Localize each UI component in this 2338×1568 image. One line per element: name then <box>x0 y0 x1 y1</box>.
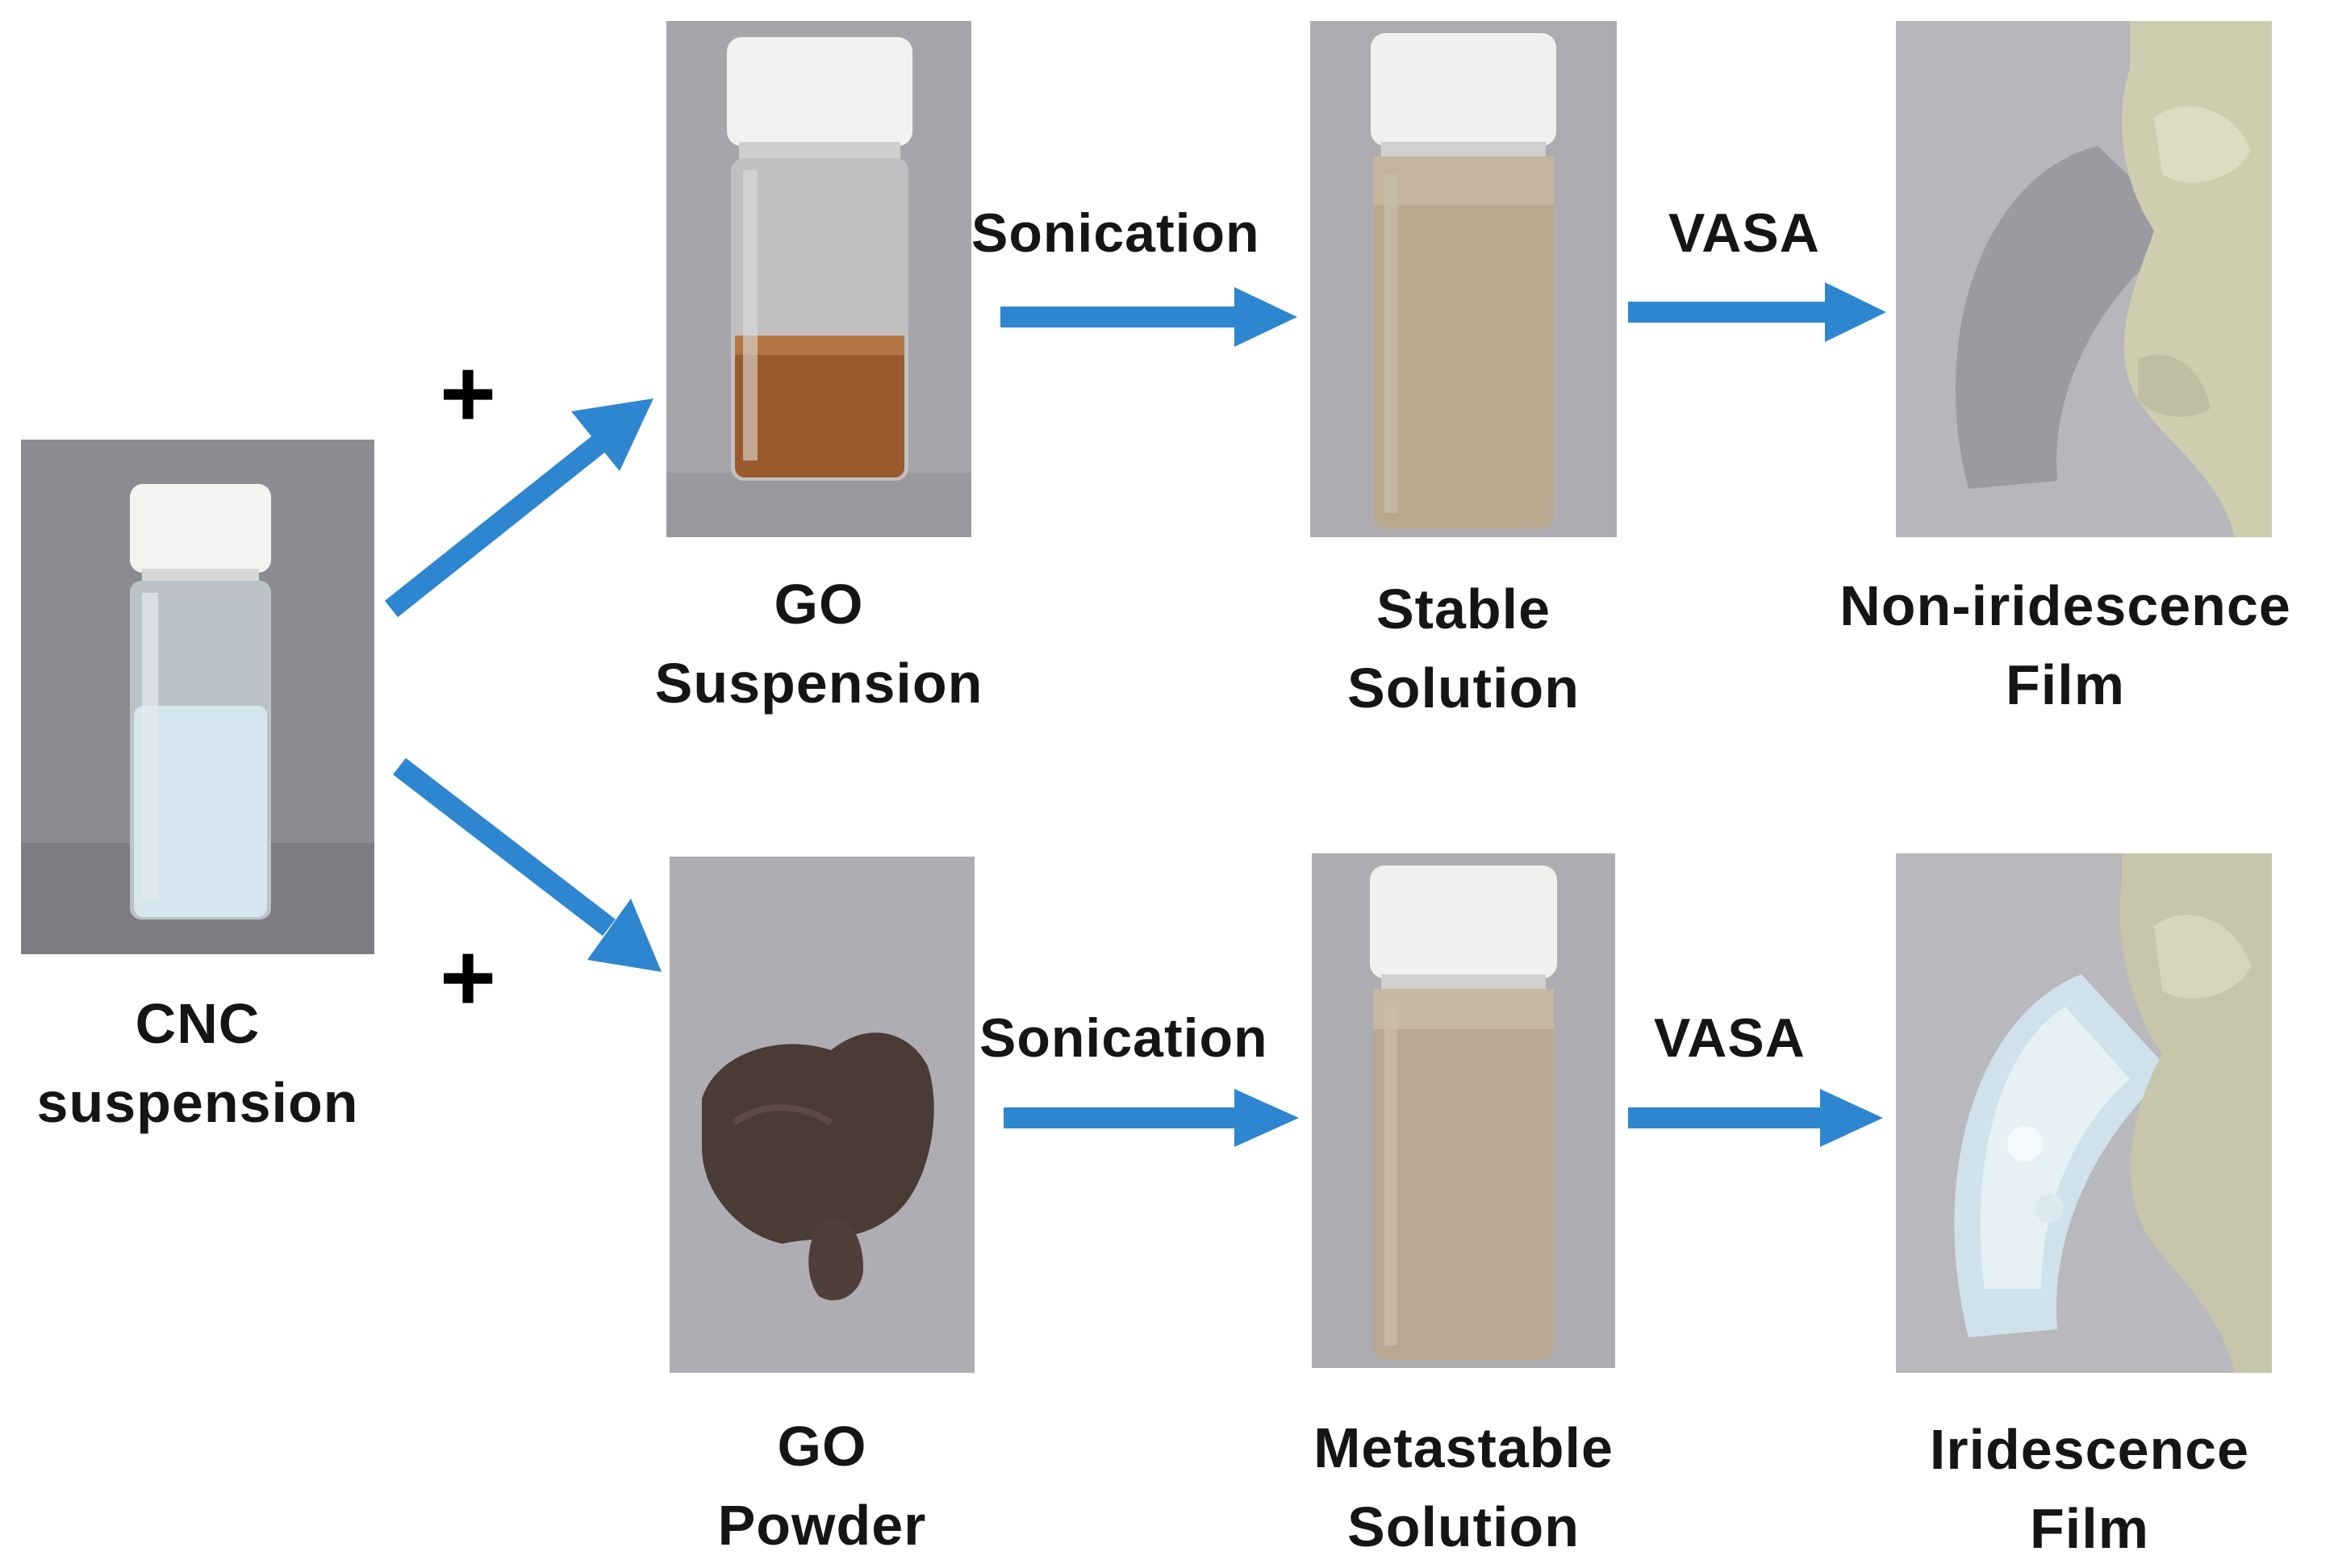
caption-line: GO <box>774 573 864 636</box>
caption-line: suspension <box>36 1071 359 1134</box>
sonication-arrow-bottom <box>1004 1089 1299 1147</box>
cnc-suspension-photo <box>21 440 374 954</box>
cnc-suspension-caption: CNC suspension <box>21 984 374 1142</box>
caption-line: CNC <box>135 992 261 1055</box>
sonication-label-top: Sonication <box>971 202 1260 264</box>
caption-line: Non-iridescence <box>1839 574 2291 637</box>
caption-line: Stable <box>1376 578 1551 640</box>
go-powder-caption: GO Powder <box>605 1407 1039 1565</box>
caption-line: Suspension <box>654 652 983 715</box>
caption-line: GO <box>777 1415 867 1478</box>
sonication-label-bottom: Sonication <box>979 1007 1268 1069</box>
caption-line: Powder <box>717 1494 927 1557</box>
plus-sign-bottom: + <box>440 924 497 1032</box>
non-iridescence-film-photo <box>1896 21 2272 537</box>
caption-line: Iridescence <box>1929 1418 2250 1481</box>
go-suspension-caption: GO Suspension <box>602 565 1036 723</box>
caption-line: Solution <box>1347 657 1580 719</box>
caption-line: Solution <box>1347 1495 1580 1558</box>
iridescence-film-caption: Iridescence Film <box>1839 1410 2338 1568</box>
vasa-arrow-bottom <box>1628 1089 1883 1147</box>
plus-sign-top: + <box>440 340 497 448</box>
caption-line: Film <box>2006 653 2125 716</box>
metastable-solution-caption: Metastable Solution <box>1254 1408 1673 1566</box>
non-iridescence-film-caption: Non-iridescence Film <box>1799 566 2332 724</box>
caption-line: Metastable <box>1313 1416 1614 1479</box>
branch-arrow-down <box>393 757 662 972</box>
vasa-label-bottom: VASA <box>1654 1007 1806 1069</box>
stable-solution-photo <box>1310 21 1617 537</box>
go-powder-photo <box>670 857 975 1373</box>
sonication-arrow-top <box>1000 287 1297 347</box>
caption-line: Film <box>2030 1497 2149 1560</box>
metastable-solution-photo <box>1312 853 1615 1368</box>
stable-solution-caption: Stable Solution <box>1262 569 1665 728</box>
vasa-arrow-top <box>1628 282 1886 342</box>
go-suspension-photo <box>666 21 971 537</box>
vasa-label-top: VASA <box>1668 202 1820 264</box>
iridescence-film-photo <box>1896 853 2272 1373</box>
